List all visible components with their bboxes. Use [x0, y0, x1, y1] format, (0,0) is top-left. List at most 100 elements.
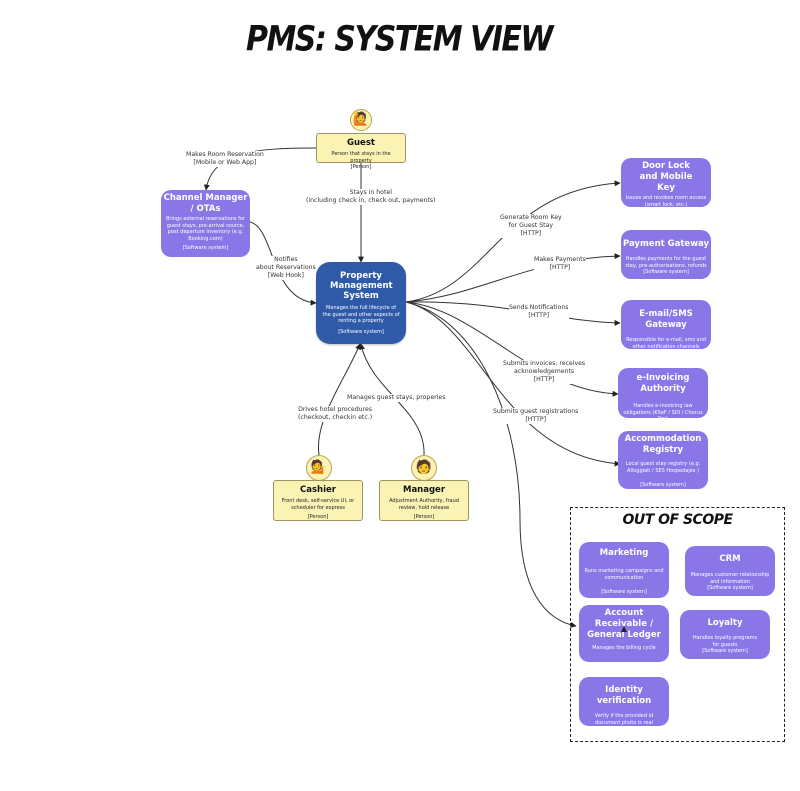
- label-invoices-line3: [HTTP]: [533, 376, 555, 383]
- marketing-desc: Runs marketing campaigns and communicati…: [584, 568, 664, 581]
- label-manages: Manages guest stays, properies: [347, 394, 446, 402]
- edge-cashier-core: [317, 343, 361, 456]
- label-invoices-line1: Submits invoices, receives: [503, 360, 586, 367]
- payment-gateway-node[interactable]: Payment Gateway Handles payments for the…: [621, 230, 711, 279]
- label-manages-line1: Manages guest stays, properies: [347, 394, 446, 401]
- loyalty-node[interactable]: Loyalty Handles loyalty programs for gue…: [680, 610, 770, 659]
- account-receivable-desc: Manages the billing cycle: [592, 645, 656, 651]
- label-notifications-line2: [HTTP]: [528, 312, 550, 319]
- manager-node[interactable]: Manager Adjustment Authority, fraud revi…: [379, 480, 469, 521]
- label-notifications-line1: Sends Notifications: [509, 304, 569, 311]
- crm-type: [Software system]: [707, 585, 753, 591]
- email-sms-title: E-mail/SMS Gateway: [639, 309, 693, 330]
- mouse-cursor-icon: [621, 626, 627, 632]
- manager-desc: Adjustment Authority, fraud review, hold…: [389, 498, 459, 511]
- channel-manager-node[interactable]: Channel Manager / OTAs Brings external r…: [161, 190, 250, 257]
- identity-verification-title: Identity verification: [596, 685, 652, 706]
- label-payments: Makes Payments [HTTP]: [534, 256, 586, 272]
- account-receivable-node[interactable]: Account Receivable / General Ledger Mana…: [579, 605, 669, 668]
- cashier-node[interactable]: Cashier Front desk, self-service UI, or …: [273, 480, 363, 521]
- out-of-scope-boundary: [570, 507, 785, 742]
- label-stays-line1: Stays in hotel: [349, 189, 392, 196]
- label-room-key-line1: Generate Room Key: [500, 214, 562, 221]
- accommodation-registry-type: [Software system]: [640, 482, 686, 488]
- label-drives-line1: Drives hotel procedures: [298, 406, 373, 413]
- label-registrations-line1: Submits guest registrations: [493, 408, 579, 415]
- cashier-desc: Front desk, self-service UI, or schedule…: [281, 498, 355, 511]
- label-notifications: Sends Notifications [HTTP]: [509, 304, 569, 320]
- e-invoicing-node[interactable]: e-Invoicing Authority Handles e-invoicin…: [618, 368, 708, 433]
- label-notifies: Notifies about Reservations [Web Hook]: [256, 256, 316, 280]
- loyalty-type: [Software system]: [702, 648, 748, 654]
- door-lock-type: [Software system]: [643, 208, 689, 214]
- guest-title: Guest: [347, 138, 375, 148]
- identity-verification-node[interactable]: Identity verification Verify if the prov…: [579, 677, 669, 732]
- email-sms-type: [Software system]: [643, 350, 689, 356]
- crm-desc: Manages customer relationship and inform…: [690, 572, 770, 585]
- loyalty-title: Loyalty: [707, 618, 743, 628]
- label-payments-line1: Makes Payments: [534, 256, 586, 263]
- identity-verification-type: [Software system]: [601, 726, 647, 732]
- door-lock-desc: Issues and revokes room access (smart lo…: [625, 195, 707, 208]
- e-invoicing-type: [Software system]: [640, 426, 686, 433]
- manager-title: Manager: [402, 485, 446, 495]
- label-notifies-line1: Notifies: [274, 256, 298, 263]
- marketing-node[interactable]: Marketing Runs marketing campaigns and c…: [579, 542, 669, 598]
- accommodation-registry-node[interactable]: Accommodation Registry Local guest stay …: [618, 431, 708, 489]
- email-sms-node[interactable]: E-mail/SMS Gateway Responsible for e-mai…: [621, 300, 711, 356]
- guest-avatar-icon: 🙋: [350, 109, 372, 131]
- label-notifies-line3: [Web Hook]: [267, 272, 304, 279]
- crm-node[interactable]: CRM Manages customer relationship and in…: [685, 546, 775, 596]
- label-notifies-line2: about Reservations: [256, 264, 316, 271]
- guest-desc: Person that stays in the property: [331, 151, 391, 164]
- label-invoices-line2: acknowledgements: [514, 368, 575, 375]
- crm-title: CRM: [719, 554, 741, 564]
- payment-gateway-desc: Handles payments for the guest stay, pre…: [625, 256, 707, 269]
- payment-gateway-title: Payment Gateway: [622, 239, 710, 249]
- channel-manager-desc: Brings external reservations for guest s…: [165, 216, 245, 242]
- edge-core-registry: [405, 301, 621, 467]
- marketing-title: Marketing: [599, 548, 649, 558]
- guest-node[interactable]: Guest Person that stays in the property …: [316, 133, 406, 170]
- email-sms-desc: Responsible for e-mail, sms and other no…: [626, 337, 706, 350]
- payment-gateway-type: [Software system]: [643, 269, 689, 275]
- out-of-scope-title: OUT OF SCOPE: [622, 512, 733, 528]
- label-payments-line2: [HTTP]: [549, 264, 571, 271]
- pms-core-node[interactable]: Property Management System Manages the f…: [316, 262, 406, 344]
- label-registrations-line2: [HTTP]: [525, 416, 546, 423]
- door-lock-title: Door Lock and Mobile Key: [639, 161, 693, 193]
- label-room-key-line3: [HTTP]: [520, 230, 542, 237]
- channel-manager-type: [Software system]: [182, 245, 229, 251]
- label-room-key-line2: for Guest Stay: [508, 222, 554, 229]
- label-stays-line2: (including check in, check out, payments…: [306, 197, 436, 204]
- label-registrations: Submits guest registrations [HTTP]: [493, 408, 579, 424]
- label-invoices: Submits invoices, receives acknowledgeme…: [503, 360, 586, 384]
- identity-verification-desc: Verify if the provided id document photo…: [594, 713, 654, 726]
- page-title: PMS: SYSTEM VIEW: [245, 19, 554, 60]
- manager-avatar-icon: 🧑: [411, 455, 437, 481]
- edge-core-payment: [405, 253, 621, 303]
- edge-core-doorlock: [405, 180, 621, 303]
- manager-type: [Person]: [413, 514, 435, 520]
- label-drives-line2: (checkout, checkin etc.): [298, 414, 373, 421]
- cashier-title: Cashier: [300, 485, 336, 495]
- pms-core-type: [Software system]: [338, 328, 384, 335]
- channel-manager-title: Channel Manager / OTAs: [163, 193, 248, 214]
- label-stays: Stays in hotel (including check in, chec…: [306, 189, 436, 205]
- edge-core-ar: [405, 301, 577, 628]
- cashier-avatar-icon: 💁: [306, 455, 332, 481]
- label-makes-reservation: Makes Room Reservation [Mobile or Web Ap…: [186, 151, 264, 167]
- door-lock-node[interactable]: Door Lock and Mobile Key Issues and revo…: [621, 158, 711, 214]
- e-invoicing-desc: Handles e-invoicing law obligations (KSe…: [623, 403, 703, 422]
- label-room-key: Generate Room Key for Guest Stay [HTTP]: [500, 214, 562, 238]
- pms-core-desc: Manages the full lifecycle of the guest …: [322, 305, 400, 324]
- edge-core-einvoice: [405, 301, 619, 397]
- label-makes-reservation-line1: Makes Room Reservation: [186, 151, 264, 158]
- account-receivable-title: Account Receivable / General Ledger: [587, 608, 661, 640]
- accommodation-registry-desc: Local guest stay registry (e.g. Alloggia…: [625, 461, 701, 474]
- cashier-type: [Person]: [307, 514, 329, 520]
- guest-type: [Person]: [350, 164, 372, 170]
- account-receivable-type: [Software system]: [601, 661, 647, 668]
- loyalty-desc: Handles loyalty programs for guests: [692, 635, 758, 648]
- marketing-type: [Software system]: [601, 589, 647, 595]
